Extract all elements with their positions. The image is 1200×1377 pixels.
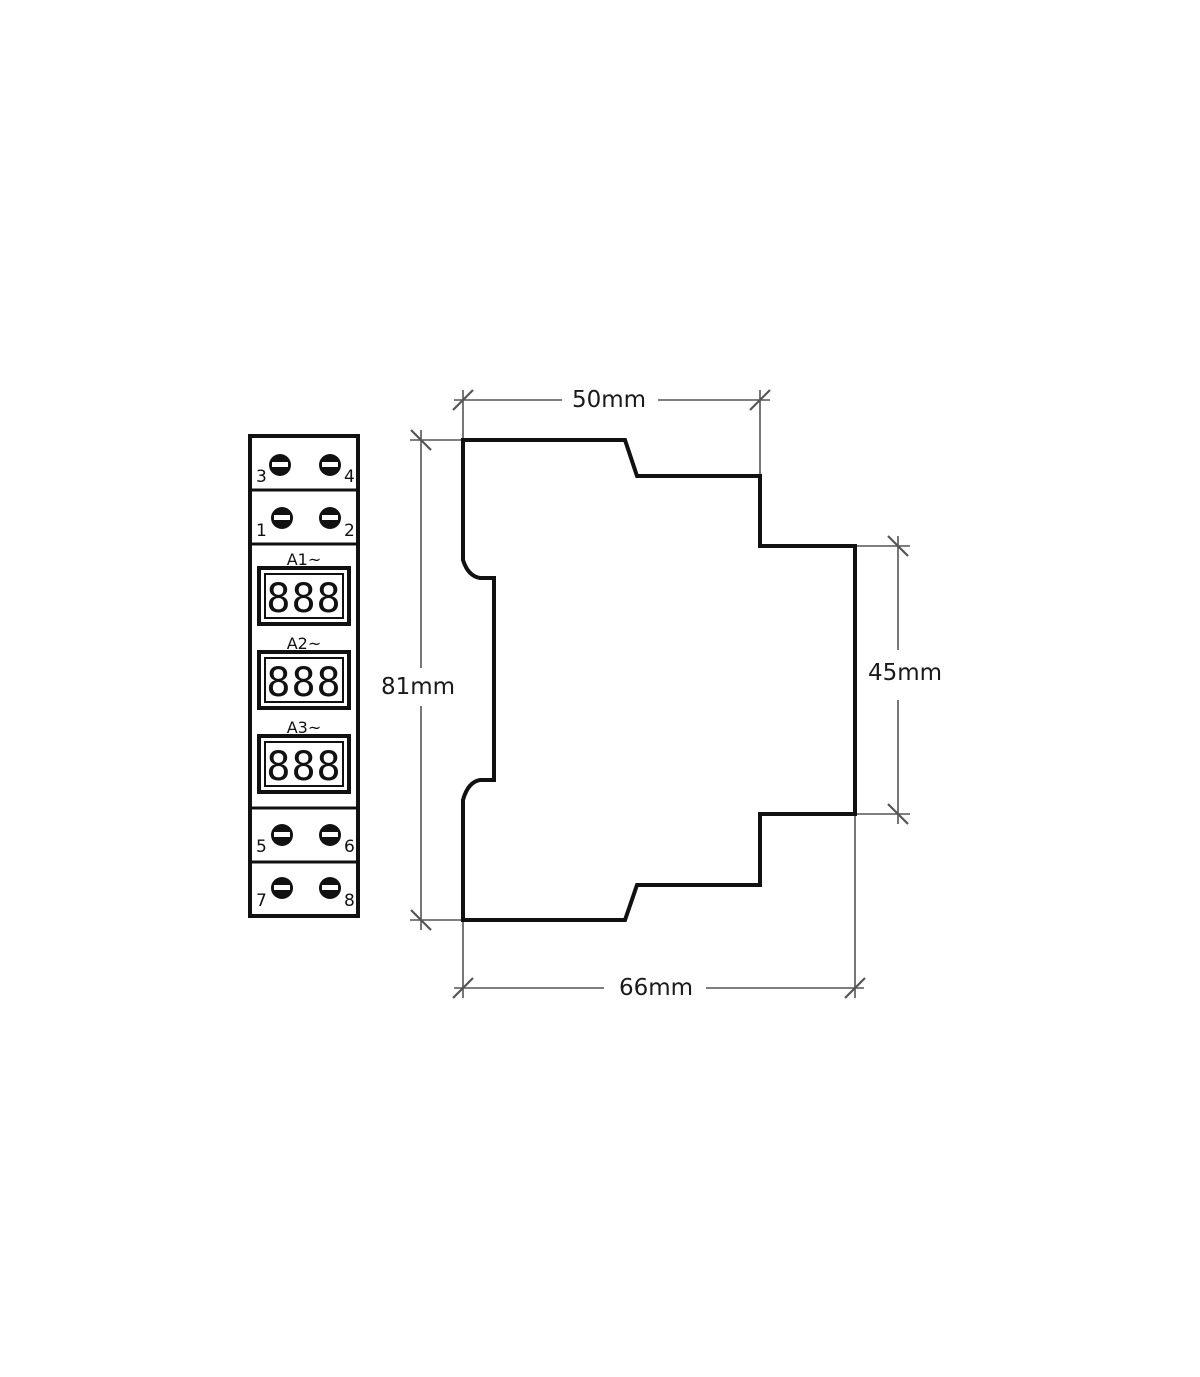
terminal-number: 3 xyxy=(256,467,267,487)
screw-terminal-icon xyxy=(319,877,341,899)
side-profile-outline xyxy=(461,438,857,922)
tick-mark xyxy=(887,535,909,557)
front-panel: 3 4 1 2 A1~ 888 A2~ xyxy=(248,434,360,918)
terminal-number: 1 xyxy=(256,521,267,541)
channel-display: A1~ 888 xyxy=(257,550,351,626)
screw-terminal-icon xyxy=(319,507,341,529)
screw-terminal-icon xyxy=(271,824,293,846)
terminal-row: 7 8 xyxy=(256,877,355,911)
terminal-number: 8 xyxy=(344,891,355,911)
channel-display: A3~ 888 xyxy=(257,718,351,794)
tick-mark xyxy=(749,389,771,411)
dimension-label-top: 50mm xyxy=(572,387,646,413)
dimension-lines xyxy=(410,389,910,999)
screw-terminal-icon xyxy=(319,824,341,846)
tick-mark xyxy=(452,977,474,999)
terminal-row: 1 2 xyxy=(256,507,355,541)
terminal-number: 6 xyxy=(344,837,355,857)
screw-terminal-icon xyxy=(271,507,293,529)
terminal-number: 7 xyxy=(256,891,267,911)
channel-label: A2~ xyxy=(287,634,322,653)
seven-segment-digits: 888 xyxy=(266,744,341,790)
seven-segment-digits: 888 xyxy=(266,576,341,622)
tick-mark xyxy=(844,977,866,999)
terminal-number: 4 xyxy=(344,467,355,487)
seven-segment-digits: 888 xyxy=(266,660,341,706)
display-inner xyxy=(264,741,344,787)
channel-display: A2~ 888 xyxy=(257,634,351,710)
channel-label: A3~ xyxy=(287,718,322,737)
tick-mark xyxy=(452,389,474,411)
screw-terminal-icon xyxy=(319,454,341,476)
tick-mark xyxy=(410,429,432,451)
screw-terminal-icon xyxy=(269,454,291,476)
terminal-row: 5 6 xyxy=(256,824,355,857)
display-inner xyxy=(264,657,344,703)
dimension-label-bottom: 66mm xyxy=(619,975,693,1001)
screw-terminal-icon xyxy=(271,877,293,899)
terminal-row: 3 4 xyxy=(256,454,355,487)
tick-mark xyxy=(410,909,432,931)
channel-label: A1~ xyxy=(287,550,322,569)
display-inner xyxy=(264,573,344,619)
dimension-label-left: 81mm xyxy=(381,674,455,700)
terminal-number: 2 xyxy=(344,521,355,541)
terminal-number: 5 xyxy=(256,837,267,857)
dimension-label-right: 45mm xyxy=(868,660,942,686)
tick-mark xyxy=(887,803,909,825)
